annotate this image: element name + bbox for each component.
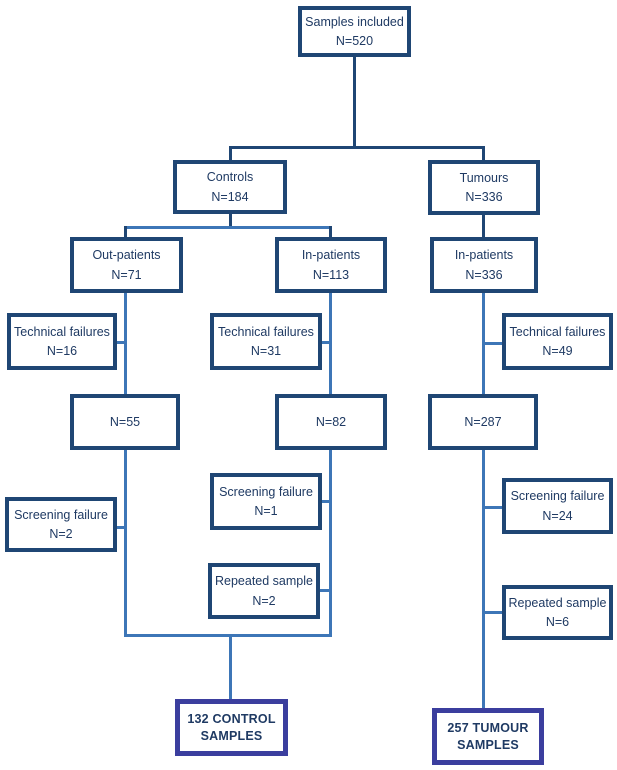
connector-split1-horizontal [229, 146, 485, 149]
node-technical-failures-tumours: Technical failures N=49 [502, 313, 613, 370]
connector-n287-down [482, 450, 485, 710]
node-value: N=287 [464, 414, 502, 429]
node-in-patients-tumours: In-patients N=336 [430, 237, 538, 293]
node-out-patients: Out-patients N=71 [70, 237, 183, 293]
node-label: Repeated sample [215, 574, 313, 588]
connector-tumours-in [482, 146, 485, 162]
node-screening-failure-out: Screening failure N=2 [5, 497, 117, 552]
node-label: Repeated sample [508, 595, 607, 610]
connector-inpatients-controls-in [329, 226, 332, 239]
node-label-line2: SAMPLES [457, 738, 519, 752]
node-value: N=1 [254, 504, 278, 518]
node-label: Samples included [305, 14, 404, 29]
node-final-control-samples: 132 CONTROL SAMPLES [175, 699, 288, 756]
connector-stub-screenfail-in [322, 500, 332, 503]
node-label: Technical failures [509, 324, 606, 339]
connector-stub-techfail-tum [483, 342, 502, 345]
connector-stub-screenfail-tum [483, 506, 502, 509]
connector-tumours-inpatients [482, 215, 485, 239]
node-value: N=336 [465, 190, 503, 204]
node-value: N=55 [109, 414, 141, 429]
connector-controls-out [229, 214, 232, 228]
node-label: In-patients [301, 248, 361, 262]
node-tumours: Tumours N=336 [428, 160, 540, 215]
node-label: Technical failures [218, 324, 314, 339]
connector-final-controls-in [229, 634, 232, 701]
node-value: N=184 [211, 189, 249, 204]
connector-outpatients-down [124, 293, 127, 395]
node-n82: N=82 [275, 394, 387, 450]
node-controls: Controls N=184 [173, 160, 287, 214]
node-label: Out-patients [92, 248, 161, 262]
node-label: Screening failure [510, 489, 605, 503]
node-label: Tumours [459, 170, 509, 185]
node-in-patients-controls: In-patients N=113 [275, 237, 387, 293]
node-label: In-patients [454, 248, 514, 262]
node-value: N=113 [312, 267, 350, 282]
node-value: N=520 [335, 34, 374, 48]
node-technical-failures-in: Technical failures N=31 [210, 313, 322, 370]
node-technical-failures-out: Technical failures N=16 [7, 313, 117, 370]
node-label-line2: SAMPLES [200, 729, 263, 743]
node-label: Controls [206, 170, 254, 184]
connector-stub-techfail-out [117, 341, 127, 344]
connector-n55-down [124, 450, 127, 637]
node-label-line1: 132 CONTROL [187, 711, 276, 726]
node-label-line1: 257 TUMOUR [447, 720, 529, 735]
node-value: N=336 [465, 267, 503, 282]
node-screening-failure-in: Screening failure N=1 [210, 473, 322, 530]
node-repeated-sample-tumours: Repeated sample N=6 [502, 585, 613, 640]
node-n55: N=55 [70, 394, 180, 450]
node-value: N=24 [542, 508, 573, 523]
node-screening-failure-tumours: Screening failure N=24 [502, 478, 613, 534]
connector-controls-in [229, 146, 232, 162]
node-value: N=2 [252, 593, 276, 608]
node-value: N=49 [542, 344, 573, 358]
node-final-tumour-samples: 257 TUMOUR SAMPLES [432, 708, 544, 765]
connector-outpatients-in [124, 226, 127, 239]
connector-n82-down [329, 450, 332, 637]
connector-merge-horizontal [124, 634, 332, 637]
node-samples-included: Samples included N=520 [298, 6, 411, 57]
node-value: N=2 [49, 527, 73, 541]
connector-stub-repeat-in [320, 589, 332, 592]
node-value: N=82 [315, 414, 347, 429]
connector-top-vertical [353, 57, 356, 146]
node-value: N=31 [250, 344, 282, 358]
node-value: N=6 [545, 615, 570, 629]
node-label: Screening failure [219, 484, 313, 499]
node-repeated-sample-in: Repeated sample N=2 [208, 563, 320, 619]
connector-stub-techfail-in [322, 341, 332, 344]
node-value: N=71 [111, 267, 142, 282]
node-label: Technical failures [14, 324, 110, 339]
connector-inpatients-controls-down [329, 293, 332, 395]
node-n287: N=287 [428, 394, 538, 450]
connector-stub-screenfail-out [117, 526, 127, 529]
node-value: N=16 [46, 344, 78, 358]
connector-split2-horizontal [124, 226, 332, 229]
node-label: Screening failure [14, 507, 108, 522]
connector-stub-repeat-tum [483, 611, 502, 614]
